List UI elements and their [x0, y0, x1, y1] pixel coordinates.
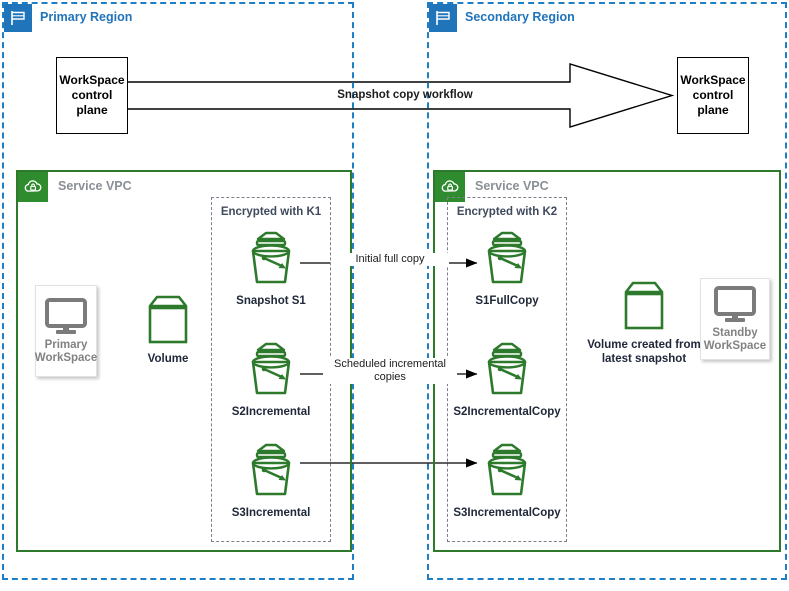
- snapshot-bucket-icon: [487, 443, 527, 496]
- snapshot-s2-incremental-copy-label: S2IncrementalCopy: [453, 406, 561, 418]
- secondary-volume: Volume created from latest snapshot: [580, 278, 708, 366]
- snapshot-s2-incremental-label: S2Incremental: [231, 406, 311, 418]
- copy-arrow-scheduled-label-line2: copies: [374, 371, 406, 383]
- snapshot-bucket-icon: [251, 231, 291, 284]
- flag-glyph: [436, 11, 450, 25]
- region-primary-title: Primary Region: [40, 10, 133, 24]
- region-flag-icon: [4, 4, 32, 32]
- snapshot-s1-full-copy: S1FullCopy: [467, 228, 547, 308]
- snapshot-s1-label: Snapshot S1: [236, 295, 306, 307]
- primary-workspace-label: Primary WorkSpace: [34, 339, 98, 364]
- secondary-control-plane-box: WorkSpace control plane: [677, 57, 749, 134]
- snapshot-s2-incremental: S2Incremental: [231, 339, 311, 419]
- region-secondary-title: Secondary Region: [465, 10, 575, 24]
- volume-icon: [624, 281, 664, 330]
- encrypted-group-k2-title: Encrypted with K2: [456, 206, 558, 218]
- secondary-control-plane-label: WorkSpace control plane: [680, 73, 746, 117]
- region-flag-icon: [429, 4, 457, 32]
- snapshot-s3-incremental-copy: S3IncrementalCopy: [453, 440, 561, 520]
- copy-arrow-scheduled-label: Scheduled incremental copies: [323, 358, 457, 384]
- copy-arrow-scheduled-label-line1: Scheduled incremental: [334, 358, 446, 370]
- standby-workspace-card: Standby WorkSpace: [700, 278, 770, 360]
- snapshot-bucket-icon: [251, 443, 291, 496]
- cloud-lock-glyph: [24, 180, 42, 192]
- secondary-volume-label: Volume created from latest snapshot: [587, 339, 701, 365]
- region-primary: Primary Region: [2, 2, 354, 580]
- vpc-primary-title: Service VPC: [58, 179, 132, 193]
- snapshot-s3-incremental-label: S3Incremental: [231, 507, 311, 519]
- snapshot-s1: Snapshot S1: [231, 228, 311, 308]
- snapshot-s2-incremental-copy: S2IncrementalCopy: [453, 339, 561, 419]
- flag-glyph: [11, 11, 25, 25]
- cloud-lock-glyph: [441, 180, 459, 192]
- snapshot-s3-incremental-copy-label: S3IncrementalCopy: [453, 507, 561, 519]
- snapshot-s1-full-copy-label: S1FullCopy: [475, 295, 539, 307]
- primary-control-plane-label: WorkSpace control plane: [59, 73, 125, 117]
- copy-arrow-initial-label: Initial full copy: [331, 253, 449, 266]
- vpc-cloud-lock-icon: [18, 172, 48, 202]
- region-secondary: Secondary Region: [427, 2, 787, 580]
- monitor-icon: [45, 298, 87, 334]
- primary-volume: Volume: [136, 292, 200, 366]
- primary-workspace-card: Primary WorkSpace: [35, 285, 97, 377]
- snapshot-bucket-icon: [487, 342, 527, 395]
- monitor-icon: [714, 286, 756, 322]
- volume-icon: [148, 295, 188, 344]
- primary-volume-label: Volume: [147, 353, 189, 365]
- workflow-arrow-label: Snapshot copy workflow: [337, 89, 473, 101]
- primary-control-plane-box: WorkSpace control plane: [56, 57, 128, 134]
- encrypted-group-k1-title: Encrypted with K1: [220, 206, 322, 218]
- snapshot-s3-incremental: S3Incremental: [231, 440, 311, 520]
- snapshot-bucket-icon: [251, 342, 291, 395]
- standby-workspace-label: Standby WorkSpace: [703, 327, 767, 352]
- snapshot-bucket-icon: [487, 231, 527, 284]
- vpc-secondary-title: Service VPC: [475, 179, 549, 193]
